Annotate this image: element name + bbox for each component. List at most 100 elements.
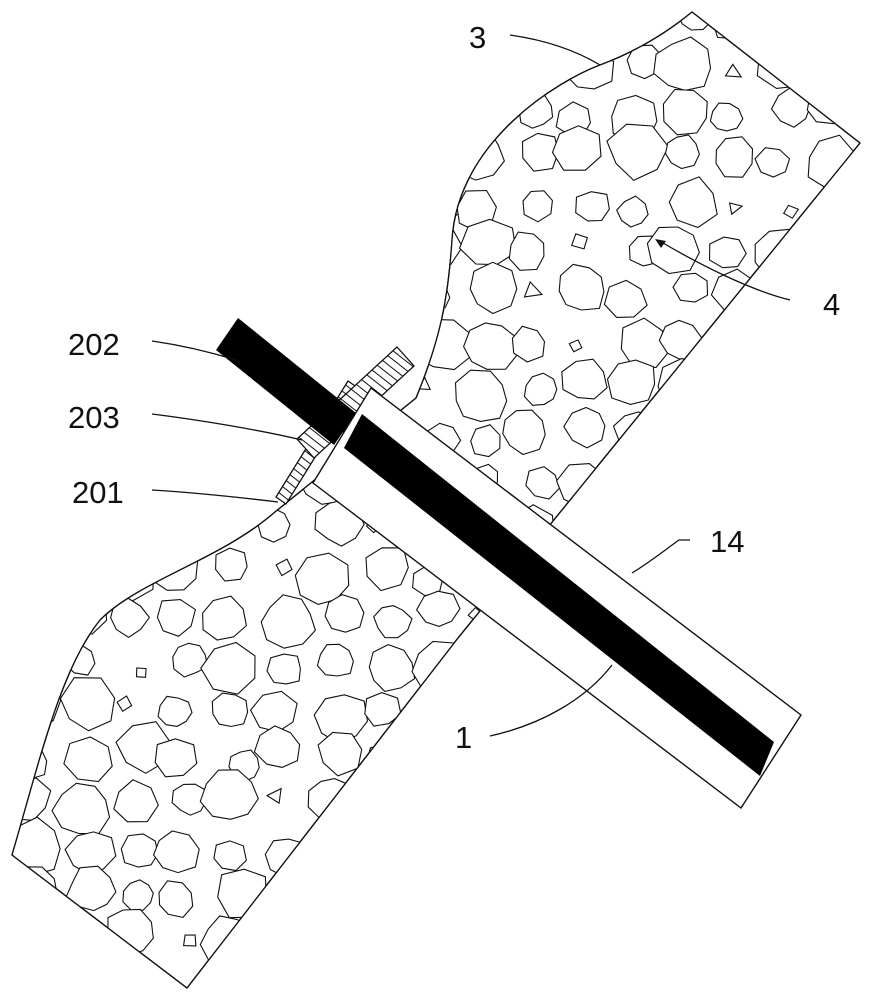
aggregate-stone bbox=[551, 125, 602, 171]
aggregate-stone bbox=[12, 12, 59, 44]
aggregate-stone bbox=[156, 599, 197, 637]
aggregate-chip bbox=[182, 934, 197, 947]
aggregate-stone bbox=[357, 866, 407, 915]
aggregate-chip bbox=[69, 63, 85, 77]
aggregate-stone bbox=[456, 917, 493, 952]
aggregate-stone bbox=[356, 184, 411, 239]
aggregate-chip bbox=[284, 246, 302, 263]
aggregate-stone bbox=[764, 817, 810, 864]
aggregate-stone bbox=[320, 838, 355, 871]
aggregate-stone bbox=[12, 924, 50, 962]
aggregate-stone bbox=[614, 504, 674, 556]
aggregate-stone bbox=[364, 320, 397, 351]
aggregate-stone bbox=[373, 605, 413, 639]
leader-lines bbox=[151, 34, 791, 737]
aggregate-stone bbox=[65, 225, 125, 278]
aggregate-chip bbox=[21, 570, 36, 584]
aggregate-stone bbox=[511, 930, 549, 965]
aggregate-stone bbox=[561, 358, 608, 400]
aggregate-stone bbox=[518, 791, 556, 830]
aggregate-stone bbox=[63, 736, 113, 783]
aggregate-stone bbox=[215, 547, 248, 582]
aggregate-stone bbox=[664, 134, 700, 170]
aggregate-stone bbox=[65, 590, 108, 635]
aggregate-stone bbox=[264, 838, 307, 878]
aggregate-stone bbox=[12, 262, 68, 319]
aggregate-stone bbox=[152, 125, 202, 173]
aggregate-stone bbox=[654, 865, 701, 908]
aggregate-stone bbox=[210, 185, 245, 219]
aggregate-stone bbox=[149, 267, 200, 316]
aggregate-stone bbox=[12, 177, 67, 232]
aggregate-stone bbox=[18, 149, 56, 181]
aggregate-stone bbox=[357, 283, 390, 319]
aggregate-chip bbox=[14, 468, 33, 486]
aggregate-stone bbox=[108, 508, 144, 544]
aggregate-stone bbox=[313, 973, 357, 988]
aggregate-stone bbox=[115, 312, 169, 365]
aggregate-chip bbox=[728, 202, 744, 216]
aggregate-stone bbox=[803, 457, 846, 504]
aggregate-stone bbox=[163, 371, 214, 419]
leader-203 bbox=[151, 413, 303, 441]
leader-201 bbox=[151, 489, 279, 503]
aggregate-stone bbox=[658, 422, 701, 460]
aggregate-stone bbox=[260, 594, 317, 649]
aggregate-stone bbox=[204, 372, 259, 422]
aggregate-stone bbox=[267, 132, 318, 177]
aggregate-chip bbox=[135, 667, 147, 678]
aggregate-stone bbox=[57, 12, 93, 35]
aggregate-chip bbox=[36, 647, 52, 661]
aggregate-stone bbox=[708, 236, 747, 269]
aggregate-stone bbox=[54, 144, 100, 186]
aggregate-stone bbox=[400, 722, 452, 777]
aggregate-stone bbox=[454, 369, 508, 422]
aggregate-stone bbox=[612, 411, 659, 451]
aggregate-stone bbox=[615, 765, 671, 821]
aggregate-stone bbox=[319, 48, 353, 79]
aggregate-stone bbox=[770, 594, 809, 634]
aggregate-stone bbox=[317, 731, 363, 777]
aggregate-stone bbox=[152, 830, 200, 874]
aggregate-stone bbox=[851, 450, 860, 502]
aggregate-stone bbox=[765, 468, 800, 502]
aggregate-stone bbox=[122, 879, 154, 911]
aggregate-stone bbox=[712, 588, 768, 642]
aggregate-stone bbox=[803, 783, 860, 838]
aggregate-stone bbox=[601, 822, 649, 867]
aggregate-stone bbox=[849, 404, 860, 457]
leader-202 bbox=[151, 340, 237, 361]
aggregate-stone bbox=[414, 684, 459, 724]
aggregate-stone bbox=[662, 88, 708, 136]
aggregate-stone bbox=[748, 543, 798, 590]
aggregate-stone bbox=[823, 830, 860, 870]
aggregate-stone bbox=[551, 766, 611, 822]
aggregate-chip bbox=[666, 981, 681, 988]
aggregate-stone bbox=[500, 737, 554, 785]
aggregate-stone bbox=[416, 219, 464, 266]
aggregate-chip bbox=[568, 339, 583, 353]
aggregate-stone bbox=[467, 648, 508, 687]
aggregate-chip bbox=[222, 514, 241, 532]
aggregate-chip bbox=[370, 926, 390, 942]
aggregate-stone bbox=[110, 597, 151, 639]
aggregate-stone bbox=[219, 12, 254, 34]
aggregate-stone bbox=[211, 692, 249, 728]
aggregate-chip bbox=[81, 109, 99, 128]
aggregate-chip bbox=[778, 428, 799, 444]
aggregate-stone bbox=[317, 133, 351, 167]
aggregate-stone bbox=[97, 127, 155, 176]
aggregate-stone bbox=[275, 873, 309, 910]
aggregate-stone bbox=[63, 551, 106, 595]
aggregate-stone bbox=[470, 424, 501, 458]
aggregate-stone bbox=[563, 406, 606, 449]
aggregate-stone bbox=[305, 174, 360, 231]
aggregate-chip bbox=[70, 192, 87, 210]
aggregate-stone bbox=[711, 320, 760, 368]
aggregate-stone bbox=[724, 837, 758, 867]
aggregate-stone bbox=[676, 12, 713, 31]
aggregate-stone bbox=[202, 595, 247, 641]
aggregate-chip bbox=[70, 523, 85, 538]
aggregate-chip bbox=[167, 472, 181, 486]
aggregate-chip bbox=[226, 157, 244, 172]
